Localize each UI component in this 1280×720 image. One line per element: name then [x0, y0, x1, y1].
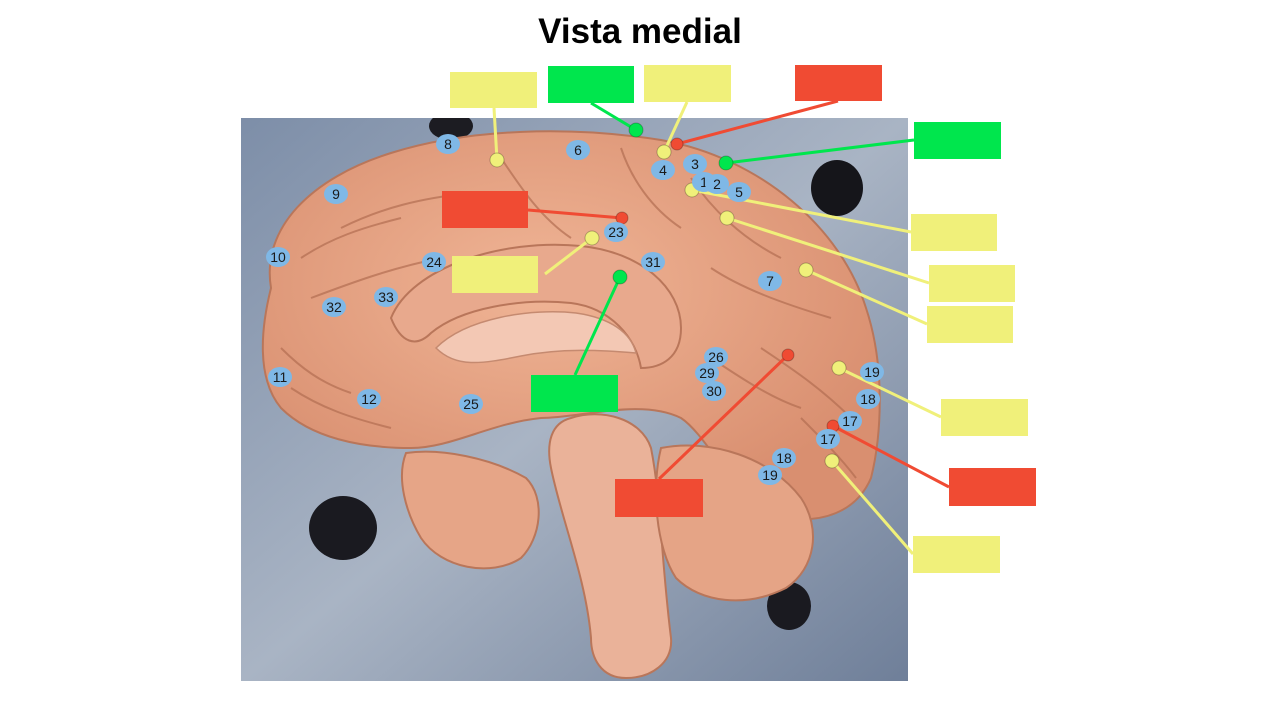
- number-marker: 24: [422, 252, 446, 272]
- label-box-yellow[interactable]: [452, 256, 538, 293]
- label-box-green[interactable]: [548, 66, 634, 103]
- number-marker: 29: [695, 363, 719, 383]
- plate-hole: [767, 582, 811, 630]
- pin-head: [656, 144, 672, 160]
- label-box-red[interactable]: [949, 468, 1036, 506]
- number-marker: 19: [860, 362, 884, 382]
- number-marker: 18: [856, 389, 880, 409]
- leader-line: [725, 138, 915, 165]
- label-box-yellow[interactable]: [929, 265, 1015, 302]
- pin-head: [719, 210, 735, 226]
- pin-head: [718, 155, 734, 171]
- number-marker: 11: [268, 367, 292, 387]
- leader-line: [726, 216, 930, 285]
- temporal-lobe: [400, 450, 540, 570]
- number-marker: 23: [604, 222, 628, 242]
- plate-hole: [429, 118, 473, 140]
- leader-line: [544, 236, 593, 276]
- number-marker: 6: [566, 140, 590, 160]
- number-marker: 8: [436, 134, 460, 154]
- plate-hole: [811, 160, 863, 216]
- label-box-red[interactable]: [442, 191, 528, 228]
- pin-head: [584, 230, 600, 246]
- pin-head: [781, 348, 795, 362]
- leader-line: [590, 101, 637, 132]
- number-marker: 17: [838, 411, 862, 431]
- number-marker: 31: [641, 252, 665, 272]
- label-box-yellow[interactable]: [450, 72, 537, 108]
- number-marker: 19: [758, 465, 782, 485]
- leader-line: [838, 366, 942, 419]
- number-marker: 5: [727, 182, 751, 202]
- number-marker: 9: [324, 184, 348, 204]
- number-marker: 30: [702, 381, 726, 401]
- label-box-green[interactable]: [914, 122, 1001, 159]
- pin-head: [670, 137, 684, 151]
- leader-line: [805, 268, 928, 326]
- pin-head: [489, 152, 505, 168]
- number-marker: 25: [459, 394, 483, 414]
- leader-line: [527, 208, 623, 220]
- number-marker: 26: [704, 347, 728, 367]
- number-marker: 10: [266, 247, 290, 267]
- pin-head: [628, 122, 644, 138]
- leader-line: [676, 99, 839, 146]
- label-box-yellow[interactable]: [911, 214, 997, 251]
- label-box-red[interactable]: [795, 65, 882, 101]
- pin-head: [824, 453, 840, 469]
- leader-lines: [492, 99, 950, 555]
- number-marker: 4: [651, 160, 675, 180]
- leader-line: [830, 460, 915, 555]
- leader-line: [492, 107, 499, 161]
- number-marker: 33: [374, 287, 398, 307]
- number-marker: 7: [758, 271, 782, 291]
- number-marker: 18: [772, 448, 796, 468]
- pin-head: [831, 360, 847, 376]
- number-marker: 32: [322, 297, 346, 317]
- label-box-yellow[interactable]: [927, 306, 1013, 343]
- number-marker: 3: [683, 154, 707, 174]
- leader-line: [832, 424, 950, 489]
- pin-head: [612, 269, 628, 285]
- label-box-yellow[interactable]: [913, 536, 1000, 573]
- plate-hole: [309, 496, 377, 560]
- label-box-green[interactable]: [531, 375, 618, 412]
- leader-line: [662, 101, 689, 153]
- label-box-yellow[interactable]: [941, 399, 1028, 436]
- leader-line: [573, 276, 622, 376]
- label-box-yellow[interactable]: [644, 65, 731, 102]
- label-box-red[interactable]: [615, 479, 703, 517]
- page-title: Vista medial: [538, 12, 742, 51]
- pin-head: [798, 262, 814, 278]
- leader-line: [657, 353, 790, 481]
- number-marker: 12: [357, 389, 381, 409]
- number-marker: 2: [705, 174, 729, 194]
- number-marker: 17: [816, 429, 840, 449]
